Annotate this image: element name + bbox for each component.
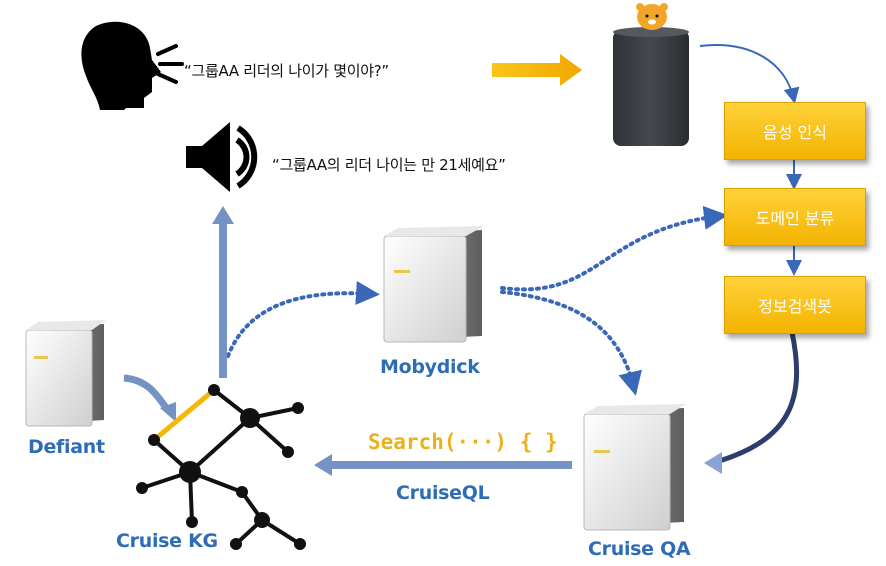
query-language-label: CruiseQL [396,482,490,504]
search-bot-to-cruise-qa-arrow [715,331,800,465]
pipeline-step-search-bot: 정보검색봇 [724,276,866,334]
defiant-server-icon [25,320,106,427]
defiant-to-cruise-kg-arrow [123,374,176,422]
mobydick-to-cruise-qa-dotted-arrow [500,290,642,396]
person-speaking-icon [81,21,184,110]
smart-speaker-icon [613,3,689,146]
loudspeaker-icon [186,122,258,192]
query-code-label: Search(···) { } [368,430,558,454]
cruise-kg-to-speaker-arrow [212,206,234,378]
knowledge-graph-icon [136,384,306,550]
mobydick-label: Mobydick [380,356,480,378]
query-to-speaker-arrow [492,54,582,86]
cruise-qa-to-cruise-kg-arrow [314,454,572,476]
cruise-qa-server-icon [583,404,686,531]
speaker-response-text: “그룹AA의 리더 나이는 만 21세예요” [272,156,506,174]
cruise-qa-label: Cruise QA [588,538,691,560]
cruise-kg-to-mobydick-dotted-arrow [226,280,380,358]
defiant-label: Defiant [28,436,105,458]
pipeline-step-speech-recognition: 음성 인식 [724,102,866,160]
mobydick-to-domain-dotted-arrow [500,205,728,292]
cruise-kg-label: Cruise KG [116,530,218,552]
speaker-to-recognition-arrow [699,44,800,104]
mobydick-server-icon [383,226,484,343]
user-query-text: “그룹AA 리더의 나이가 몇이야?” [184,62,389,80]
pipeline-step-domain-classification: 도메인 분류 [724,188,866,246]
